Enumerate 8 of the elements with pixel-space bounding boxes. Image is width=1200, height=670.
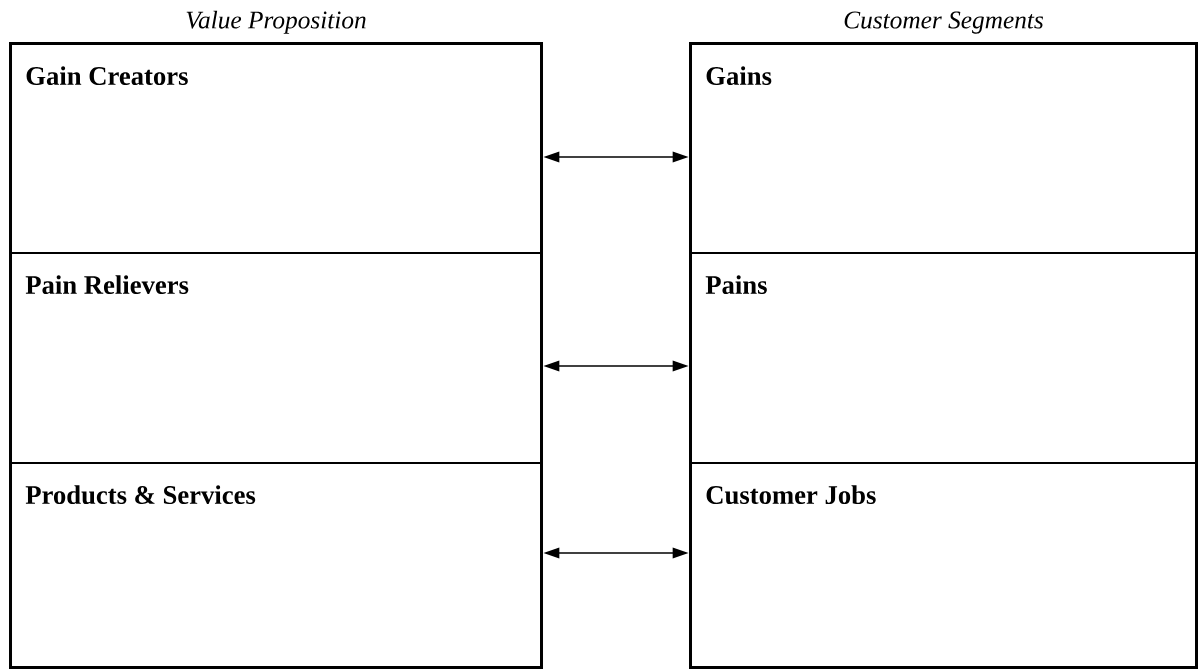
panel-heading: Value Proposition [186,10,366,34]
section-box: Pains [690,252,1197,464]
section-box: Gain Creators [10,43,542,254]
section-box: Products & Services [10,462,542,668]
section-box: Gains [690,43,1197,254]
section-box: Customer Jobs [690,462,1197,668]
section-box: Pain Relievers [10,252,542,464]
panel-heading: Customer Segments [844,11,1043,34]
